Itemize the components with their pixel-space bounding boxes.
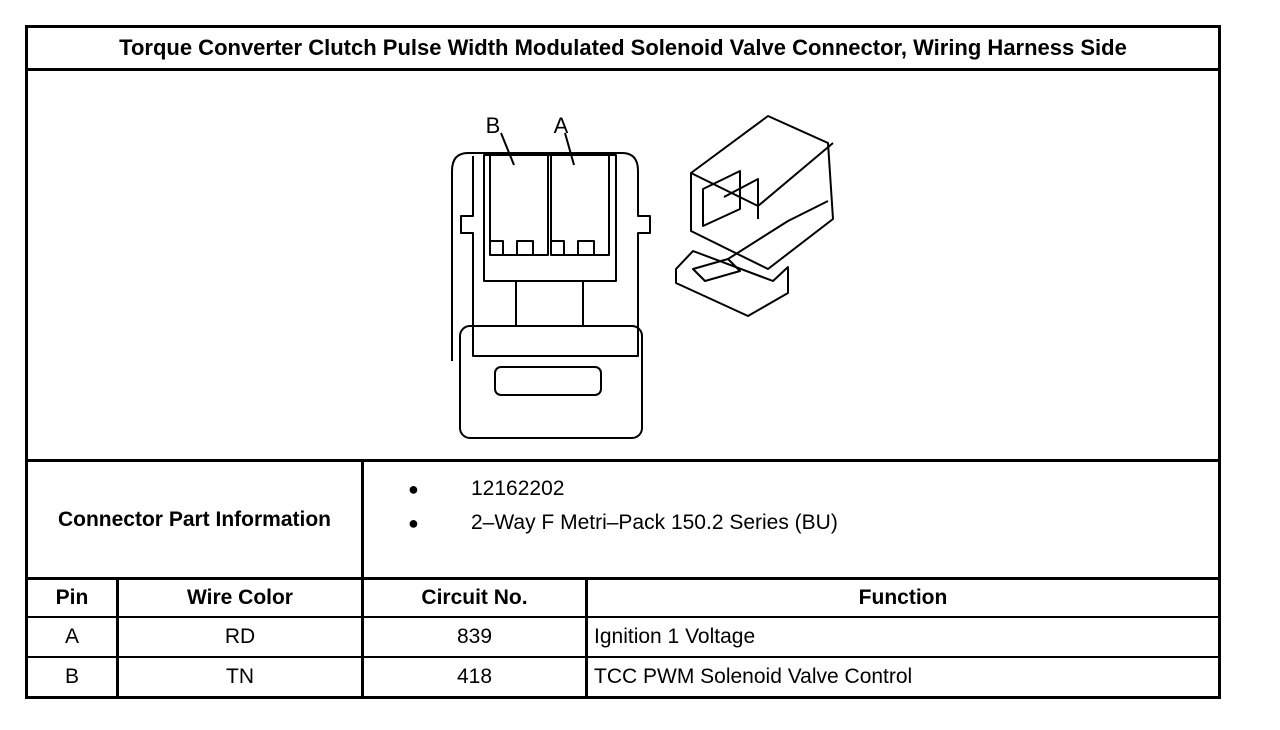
cell-pin: A [64,625,79,648]
bullet-icon: ● [408,478,419,499]
divider-col-2 [361,580,364,696]
connector-drawing: B A [451,113,834,439]
pin-a-leader [564,132,575,166]
connector-body-outline [451,152,651,361]
latch-arm [515,281,584,326]
divider-header [28,616,1218,618]
divider-col-3 [585,580,588,696]
page-title: Torque Converter Clutch Pulse Width Modu… [119,35,1127,60]
cell-circuit-no: 839 [456,625,493,648]
divider-cpi [361,462,364,577]
pin-label-b: B [486,113,501,138]
pin-label-a: A [554,113,569,138]
header-wire-color: Wire Color [187,586,293,609]
pin-b-leader [500,132,515,166]
divider-diagram [28,459,1218,462]
cell-wire-color: RD [224,625,256,648]
connector-sheet: Torque Converter Clutch Pulse Width Modu… [25,25,1221,699]
header-function: Function [858,586,948,609]
list-item: ● 2–Way F Metri–Pack 150.2 Series (BU) [408,508,838,538]
part-number: 12162202 [471,477,565,500]
divider-row [28,656,1218,658]
divider-cpi-table [28,577,1218,580]
connector-series: 2–Way F Metri–Pack 150.2 Series (BU) [471,511,838,534]
header-pin: Pin [55,586,89,609]
cell-function: TCC PWM Solenoid Valve Control [594,665,913,688]
cell-function: Ignition 1 Voltage [594,625,756,648]
header-circuit-no: Circuit No. [421,586,528,609]
divider-col-1 [116,580,119,696]
cell-pin: B [64,665,79,688]
latch-tab [459,325,643,439]
cell-wire-color: TN [226,665,254,688]
bullet-icon: ● [408,512,419,533]
list-item: ● 12162202 [408,474,564,504]
connector-diagram: B A [28,71,1218,461]
iso-latch [675,250,789,317]
divider-title [28,68,1218,71]
connector-part-list: ● 12162202 ● 2–Way F Metri–Pack 150.2 Se… [408,462,1208,577]
iso-latch-slot [692,258,741,282]
latch-slot [494,366,602,396]
connector-part-information-label: Connector Part Information [57,507,331,531]
cell-circuit-no: 418 [456,665,493,688]
cavity-frame [483,154,617,282]
iso-body [690,115,834,270]
